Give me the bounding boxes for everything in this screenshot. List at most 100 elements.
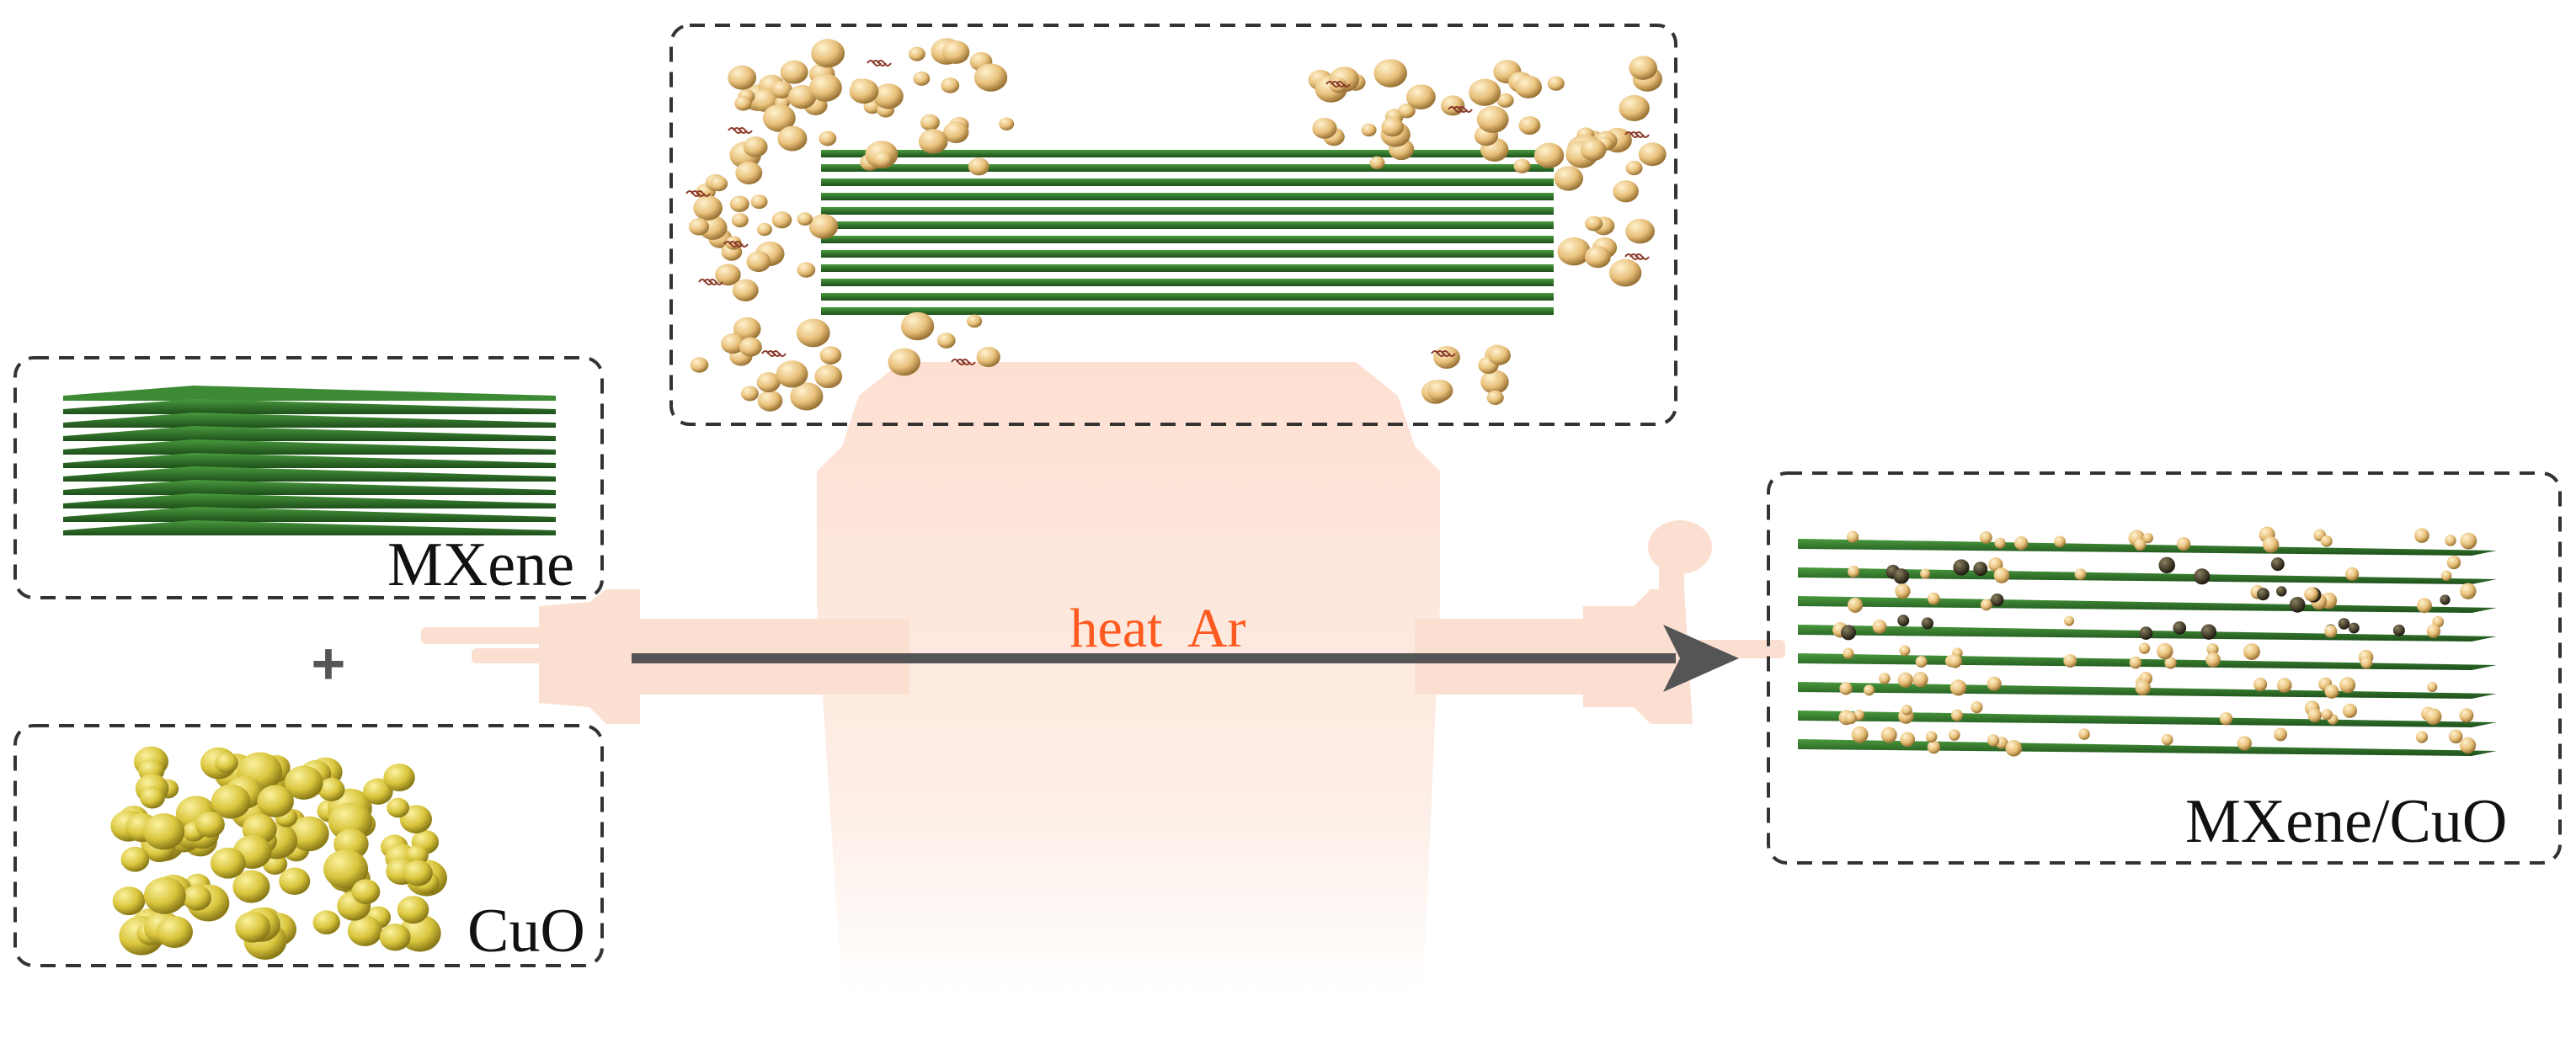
cuo-particle xyxy=(1899,645,1911,657)
mxene-sheet xyxy=(63,426,556,441)
cuo-particle xyxy=(2348,622,2360,634)
cuo-particle xyxy=(746,251,771,273)
cuo-particle xyxy=(182,885,212,911)
cuo-particle xyxy=(734,96,752,111)
cuo-particle xyxy=(721,333,745,354)
product-box xyxy=(1767,471,2562,865)
cuo-particle xyxy=(1980,599,1992,611)
cuo-particle xyxy=(2138,642,2151,654)
cuo-particle xyxy=(1920,568,1931,579)
cuo-particle xyxy=(1433,346,1460,369)
cuo-particle xyxy=(2262,536,2280,553)
cuo-particle xyxy=(1839,682,1853,695)
cuo-particle xyxy=(999,117,1015,130)
cuo-particle xyxy=(2416,598,2432,614)
cuo-particle xyxy=(943,121,969,144)
cuo-particle xyxy=(140,786,165,809)
cuo-particle xyxy=(808,214,839,239)
mxene-sheet xyxy=(821,150,1554,157)
cuo-particle xyxy=(2415,731,2429,743)
wavy-vapor-icon xyxy=(1624,253,1650,260)
cuo-particle xyxy=(796,318,830,348)
cuo-particle xyxy=(210,847,246,879)
cuo-particle xyxy=(1405,84,1436,109)
cuo-particle xyxy=(1608,258,1642,287)
wavy-vapor-icon xyxy=(685,190,711,197)
wavy-vapor-icon xyxy=(1431,350,1456,357)
mxene-sheet xyxy=(63,453,556,468)
cuo-particle xyxy=(1638,142,1667,167)
cuo-particle xyxy=(1373,59,1407,88)
mxene-sheet xyxy=(821,279,1554,286)
cuo-particle xyxy=(2276,586,2287,597)
cuo-particle xyxy=(1848,565,1860,578)
cuo-particle xyxy=(143,876,186,914)
cuo-particle xyxy=(2320,535,2333,547)
cuo-particle xyxy=(2173,621,2187,635)
wavy-vapor-icon xyxy=(951,359,976,365)
cuo-particle xyxy=(1440,95,1465,116)
cuo-particle xyxy=(347,915,383,946)
cuo-particle xyxy=(2134,538,2147,551)
cuo-particle xyxy=(941,77,960,93)
cuo-particle xyxy=(1361,123,1377,137)
cuo-particle xyxy=(1893,568,1910,584)
cuo-particle xyxy=(1554,166,1584,191)
cuo-particle xyxy=(2276,678,2292,693)
cuo-particle xyxy=(1469,78,1501,106)
cuo-particle xyxy=(143,813,185,850)
cuo-particle xyxy=(1625,218,1655,244)
cuo-particle xyxy=(1948,654,1962,668)
cuo-particle xyxy=(908,46,925,61)
cuo-particle xyxy=(797,212,813,226)
cuo-particle xyxy=(1848,597,1864,613)
cuo-particle xyxy=(2427,681,2438,692)
cuo-particle xyxy=(156,915,194,949)
cuo-particle xyxy=(756,372,781,393)
cuo-particle xyxy=(1625,161,1643,176)
cuo-particle xyxy=(1851,726,1869,743)
cuo-particle xyxy=(1513,158,1531,173)
cuo-particle xyxy=(771,211,792,229)
cuo-particle xyxy=(1381,117,1405,137)
cuo-particle xyxy=(819,346,842,365)
cuo-particle xyxy=(1993,567,2010,583)
cuo-particle xyxy=(2158,556,2175,574)
cuo-particle xyxy=(351,879,381,905)
cuo-particle xyxy=(2338,618,2350,630)
cuo-particle xyxy=(2054,535,2066,548)
cuo-particle xyxy=(1515,75,1543,98)
wavy-vapor-icon xyxy=(1448,106,1473,113)
cuo-particle xyxy=(1872,619,1887,634)
cuo-particle xyxy=(1949,679,1967,696)
cuo-particle xyxy=(900,311,935,341)
cuo-box xyxy=(13,724,604,967)
cuo-particle xyxy=(2243,643,2260,660)
cuo-particle xyxy=(2345,567,2360,581)
cuo-particle xyxy=(780,60,808,84)
mxene-sheet xyxy=(63,480,556,495)
cuo-particle xyxy=(740,386,760,402)
cuo-particle xyxy=(762,104,796,132)
cuo-particle xyxy=(941,40,970,64)
mxene-sheet xyxy=(821,193,1554,200)
mxene-sheet xyxy=(63,439,556,455)
cuo-particle xyxy=(2205,652,2221,668)
mxene-sheet xyxy=(821,250,1554,258)
cuo-particle xyxy=(235,911,271,943)
cuo-particle xyxy=(913,71,931,86)
cuo-particle xyxy=(1897,672,1913,688)
cuo-particle xyxy=(1897,615,1910,627)
cuo-particle xyxy=(2078,728,2090,740)
cuo-particle xyxy=(405,844,429,865)
cuo-particle xyxy=(120,846,150,872)
cuo-particle xyxy=(403,860,433,886)
cuo-particle xyxy=(1900,732,1916,748)
cuo-particle xyxy=(731,213,749,228)
mxene-sheet xyxy=(821,307,1554,315)
product-label: MXene/CuO xyxy=(2185,787,2507,856)
cuo-particle xyxy=(1927,592,1940,605)
cuo-particle xyxy=(733,317,761,341)
cuo-particle xyxy=(966,314,983,328)
mxene-sheet xyxy=(821,221,1554,229)
